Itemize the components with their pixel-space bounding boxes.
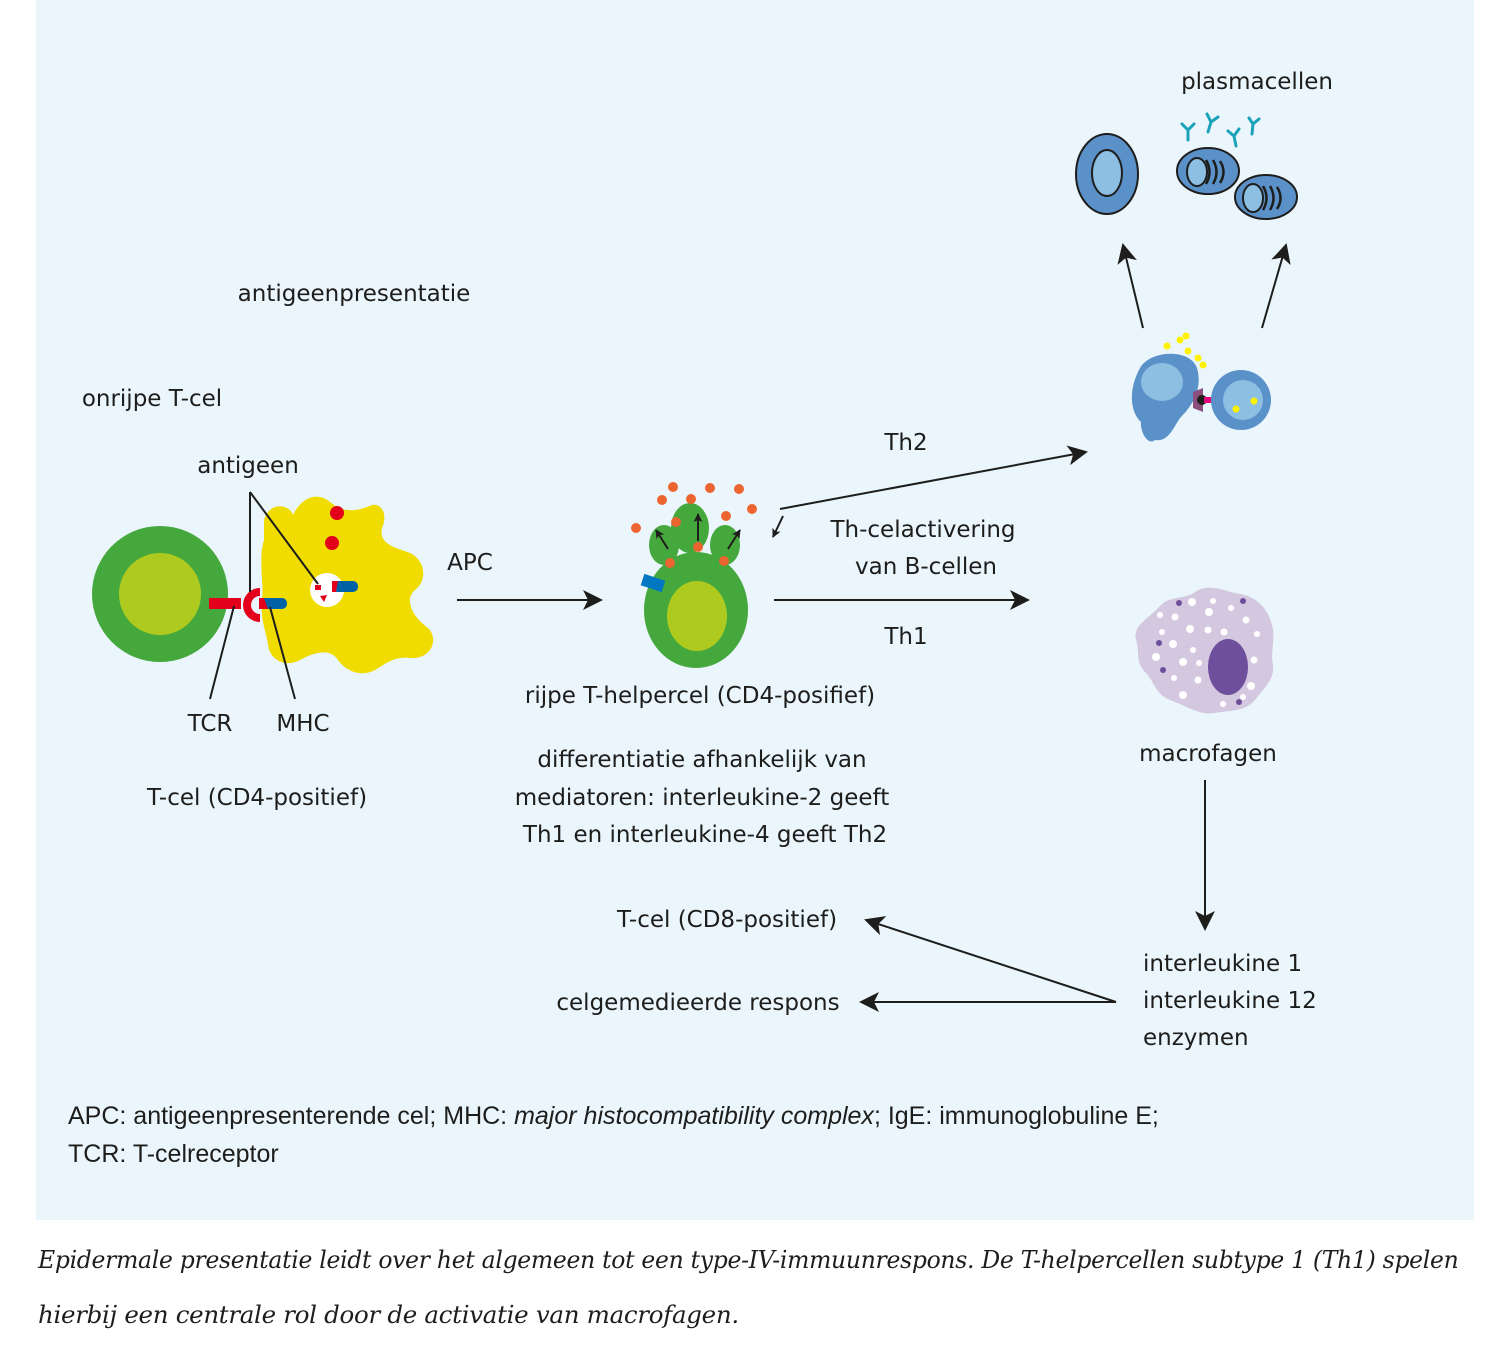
to-memory-cell-arrow [1117, 243, 1144, 329]
label-th2: Th2 [883, 430, 927, 456]
mature-t-helper-cell [640, 503, 748, 668]
b-cell-activation [1131, 332, 1271, 442]
macrophage [1135, 587, 1274, 714]
label-interleukine-12: interleukine 12 [1143, 988, 1317, 1014]
label-tcr: TCR [187, 711, 233, 737]
label-antigeen: antigeen [197, 453, 299, 479]
label-celgemedieerde: celgemedieerde respons [556, 990, 839, 1016]
label-th-activation-2: van B-cellen [855, 554, 997, 580]
label-differentiation-2: mediatoren: interleukine-2 geeft [515, 785, 889, 811]
label-tcel-cd4: T-cel (CD4-positief) [146, 785, 367, 811]
antibodies [1180, 112, 1261, 148]
memory-b-cell [1075, 133, 1139, 215]
legend-text: ; IgE: immunoglobuline E; [873, 1102, 1159, 1130]
secretion-arrows [655, 513, 784, 550]
plasma-cells [1176, 147, 1298, 220]
cytokines [631, 482, 757, 568]
label-differentiation-1: differentiatie afhankelijk van [537, 747, 866, 773]
label-tcel-cd8: T-cel (CD8-positief) [616, 907, 837, 933]
label-plasmacellen: plasmacellen [1181, 69, 1333, 95]
pointer-lines [209, 491, 319, 700]
apc-cell [261, 496, 434, 674]
legend-text: APC: antigeenpresenterende cel; MHC: [68, 1102, 515, 1130]
caption-line-2: hierbij een centrale rol door de activat… [38, 1300, 739, 1329]
label-onrijpe-tcel: onrijpe T-cel [82, 386, 222, 412]
legend-line-1: APC: antigeenpresenterende cel; MHC: maj… [68, 1102, 1159, 1131]
to-cd8-arrow [864, 916, 1117, 1003]
label-differentiation-3: Th1 en interleukine-4 geeft Th2 [522, 822, 887, 848]
legend-italic-term: major histocompatibility complex [514, 1102, 874, 1130]
label-macrofagen: macrofagen [1139, 741, 1277, 767]
immune-response-diagram: plasmacellen antigeenpresentatie onrijpe… [82, 69, 1333, 1051]
label-enzymen: enzymen [1143, 1025, 1249, 1051]
naive-t-cell [92, 526, 228, 662]
th2-arrow [779, 445, 1088, 510]
label-antigeenpresentatie: antigeenpresentatie [238, 281, 471, 307]
tcr-mhc-complex [209, 588, 287, 622]
label-apc: APC [447, 550, 493, 576]
label-rijpe-thelper: rijpe T-helpercel (CD4-posifief) [525, 683, 875, 709]
label-mhc: MHC [276, 711, 329, 737]
to-plasma-cell-arrow [1261, 243, 1291, 329]
label-th1: Th1 [883, 624, 927, 650]
caption-line-1: Epidermale presentatie leidt over het al… [38, 1245, 1459, 1274]
label-th-activation-1: Th-celactivering [829, 517, 1015, 543]
legend-line-2: TCR: T-celreceptor [68, 1140, 279, 1168]
label-interleukine-1: interleukine 1 [1143, 951, 1302, 977]
